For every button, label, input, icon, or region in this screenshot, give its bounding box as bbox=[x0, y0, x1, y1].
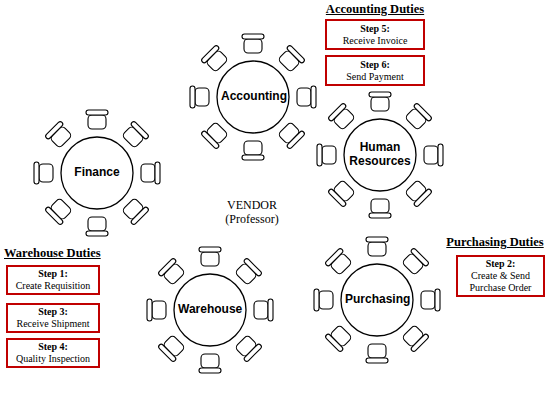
table-circle bbox=[217, 61, 289, 133]
department-name: Finance bbox=[65, 166, 129, 180]
chair-ring bbox=[34, 110, 160, 236]
department-name: Warehouse bbox=[178, 303, 242, 317]
table-circle bbox=[344, 119, 416, 191]
department-table: Human Resources bbox=[343, 118, 417, 192]
step-number: Step 6: bbox=[360, 59, 390, 71]
step-number: Step 2: bbox=[486, 258, 516, 270]
step-number: Step 4: bbox=[38, 341, 68, 353]
duty-step-box: Step 1:Create Requisition bbox=[6, 265, 100, 295]
duty-step-box: Step 5:Receive Invoice bbox=[325, 19, 425, 50]
step-number: Step 3: bbox=[38, 306, 68, 318]
duty-step-box: Step 6:Send Payment bbox=[325, 55, 425, 86]
department-table: Finance bbox=[60, 136, 134, 210]
center-label: VENDOR (Professor) bbox=[212, 198, 292, 227]
step-description: Quality Inspection bbox=[16, 353, 90, 365]
duty-step-box: Step 2:Create & Send Purchase Order bbox=[456, 255, 545, 297]
chair-ring bbox=[190, 34, 316, 160]
chair-ring bbox=[314, 237, 440, 363]
table-circle bbox=[174, 274, 246, 346]
chair-ring bbox=[317, 92, 443, 218]
table-circle bbox=[341, 264, 413, 336]
department-name: Purchasing bbox=[345, 293, 409, 307]
duty-step-box: Step 3:Receive Shipment bbox=[6, 303, 100, 333]
department-table: Accounting bbox=[216, 60, 290, 134]
step-description: Receive Invoice bbox=[343, 35, 408, 47]
department-name: Human Resources bbox=[348, 141, 412, 169]
step-description: Send Payment bbox=[346, 71, 404, 83]
step-description: Create & Send Purchase Order bbox=[458, 270, 543, 294]
table-circle bbox=[61, 137, 133, 209]
department-table: Warehouse bbox=[173, 273, 247, 347]
department-table: Purchasing bbox=[340, 263, 414, 337]
step-number: Step 1: bbox=[38, 268, 68, 280]
duties-heading: Warehouse Duties bbox=[4, 246, 134, 261]
department-name: Accounting bbox=[221, 90, 285, 104]
chair-ring bbox=[147, 247, 273, 373]
step-number: Step 5: bbox=[360, 23, 390, 35]
duties-heading: Accounting Duties bbox=[325, 2, 425, 17]
step-description: Create Requisition bbox=[16, 280, 91, 292]
duty-step-box: Step 4:Quality Inspection bbox=[6, 338, 100, 368]
step-description: Receive Shipment bbox=[16, 318, 89, 330]
duties-heading: Purchasing Duties bbox=[440, 235, 550, 250]
